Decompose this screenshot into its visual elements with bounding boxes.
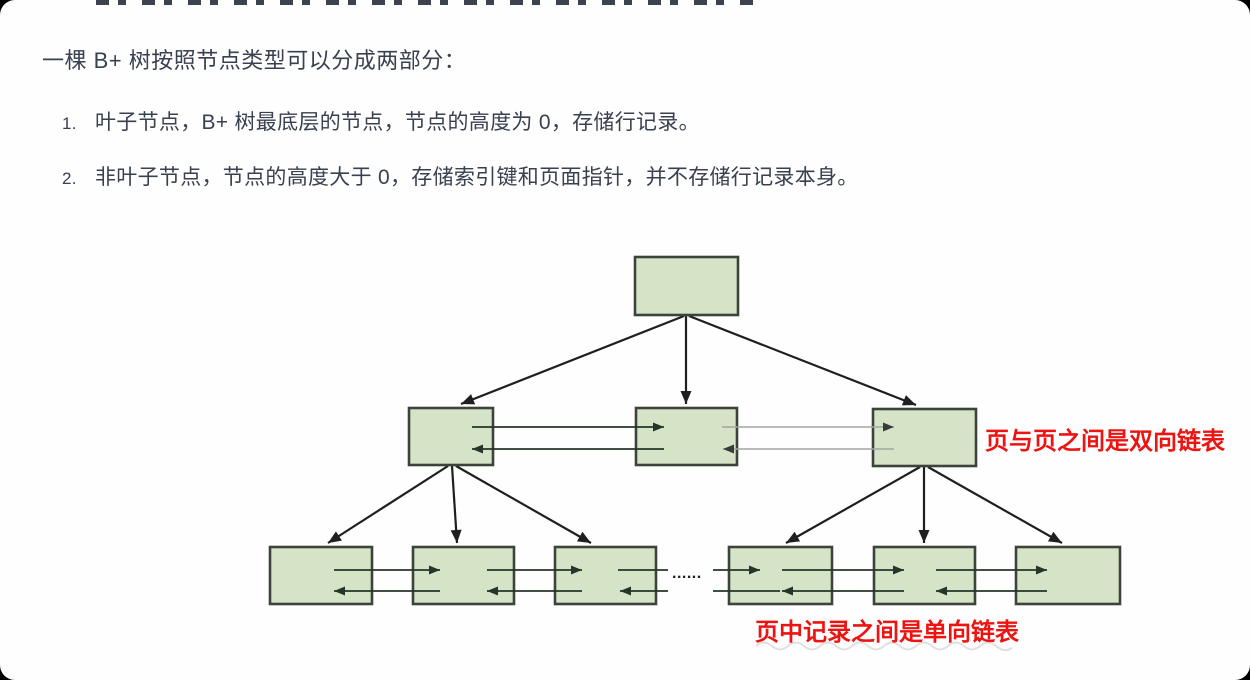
list-item-number: 1. bbox=[62, 114, 77, 133]
wavy-underline bbox=[755, 641, 1013, 652]
tree-edge bbox=[927, 466, 1063, 544]
linked-list-arrowhead bbox=[883, 422, 894, 432]
tree-node-mid-center bbox=[634, 406, 739, 467]
tree-edge-arrowhead bbox=[1047, 531, 1062, 543]
linked-list-arrowhead bbox=[782, 586, 793, 596]
tree-edge-arrowhead bbox=[328, 531, 342, 543]
linked-list-arrowhead bbox=[936, 586, 947, 596]
linked-list-arrowhead bbox=[487, 586, 498, 596]
clipped-text-line bbox=[96, 0, 758, 5]
linked-list-arrowhead bbox=[571, 565, 582, 575]
tree-node-leaf-5 bbox=[872, 545, 977, 606]
tree-edge bbox=[688, 314, 917, 407]
tree-edge-arrowhead bbox=[680, 391, 692, 404]
tree-node-leaf-2 bbox=[411, 545, 516, 606]
tree-edge bbox=[460, 314, 685, 406]
tree-node-leaf-6 bbox=[1014, 545, 1122, 606]
tree-edge-arrowhead bbox=[918, 530, 930, 543]
linked-list-arrowhead bbox=[620, 586, 631, 596]
linked-list-arrowhead bbox=[653, 422, 664, 432]
tree-edge-arrowhead bbox=[901, 395, 916, 406]
paragraph-intro: 一棵 B+ 树按照节点类型可以分成两部分： bbox=[42, 48, 467, 73]
annotation-singly-linked: 页中记录之间是单向链表 bbox=[755, 619, 1019, 646]
annotation-doubly-linked: 页与页之间是双向链表 bbox=[985, 428, 1225, 455]
linked-list-arrowhead bbox=[334, 586, 345, 596]
list-item-2: 2. 非叶子节点，节点的高度大于 0，存储索引键和页面指针，并不存储行记录本身。 bbox=[62, 161, 1162, 191]
linked-list-arrowhead bbox=[723, 444, 734, 454]
tree-node-leaf-1 bbox=[268, 545, 374, 606]
tree-edge-arrowhead bbox=[461, 394, 476, 405]
tree-node-root bbox=[633, 255, 740, 317]
linked-list-arrowhead bbox=[472, 444, 483, 454]
tree-node-mid-left bbox=[407, 406, 495, 467]
tree-node-mid-right bbox=[871, 407, 978, 468]
tree-edge bbox=[327, 465, 449, 544]
tree-edge bbox=[785, 466, 921, 544]
tree-edge bbox=[455, 465, 592, 544]
linked-list-arrowhead bbox=[893, 565, 904, 575]
list-item-number: 2. bbox=[62, 169, 77, 188]
linked-list-arrowhead bbox=[749, 565, 760, 575]
ellipsis-gap: ...... bbox=[672, 565, 702, 582]
tree-edge-arrowhead bbox=[576, 531, 591, 543]
tree-edge-arrowhead bbox=[786, 531, 801, 543]
tree-edge-arrowhead bbox=[450, 529, 462, 543]
list-item-1: 1. 叶子节点，B+ 树最底层的节点，节点的高度为 0，存储行记录。 bbox=[62, 106, 1162, 136]
tree-node-leaf-4 bbox=[727, 545, 834, 606]
linked-list-arrowhead bbox=[1036, 565, 1047, 575]
list-item-text: 叶子节点，B+ 树最底层的节点，节点的高度为 0，存储行记录。 bbox=[95, 111, 700, 134]
tree-node-leaf-3 bbox=[553, 545, 658, 606]
list-item-text: 非叶子节点，节点的高度大于 0，存储索引键和页面指针，并不存储行记录本身。 bbox=[95, 166, 859, 189]
linked-list-arrowhead bbox=[429, 565, 440, 575]
